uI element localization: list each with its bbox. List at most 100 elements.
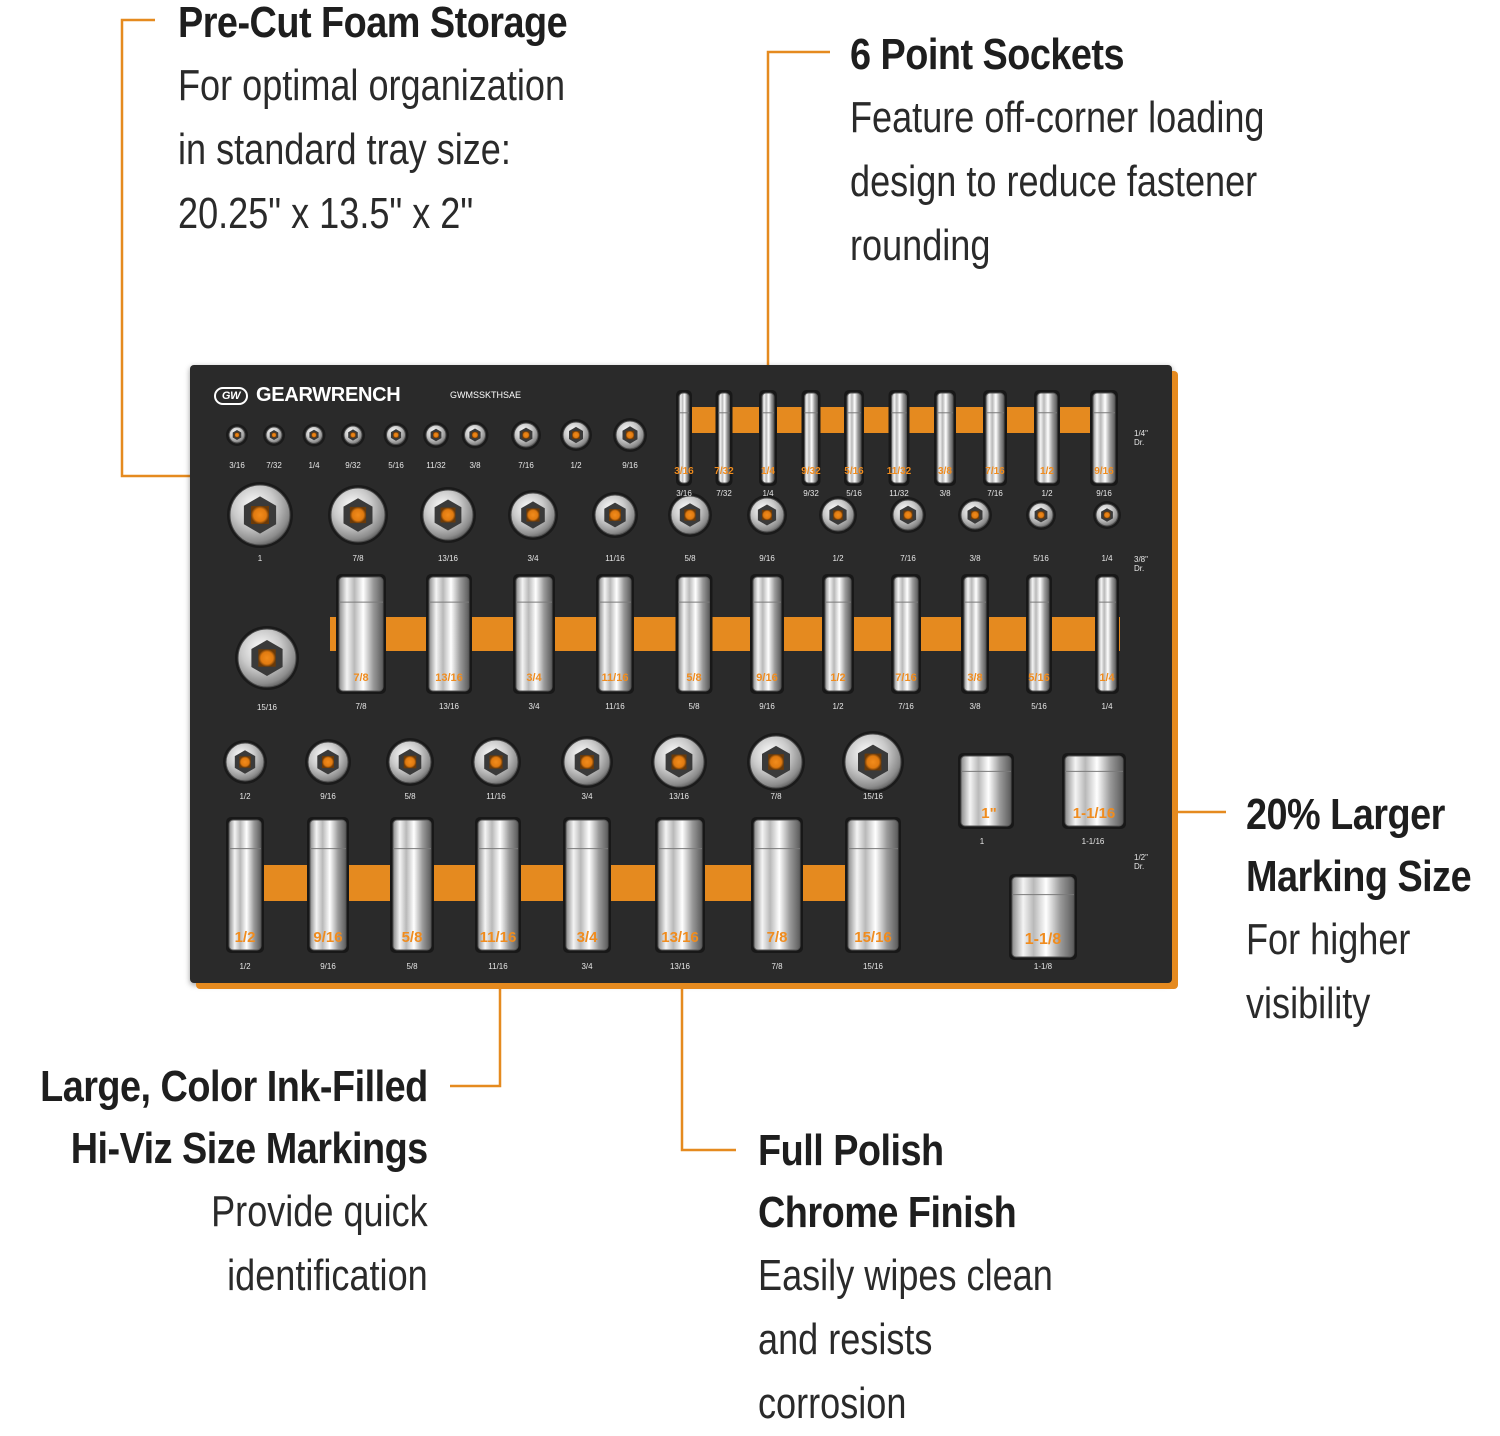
socket-size-label: 7/32 [266,461,282,470]
callout-desc-line: and resists [758,1315,933,1364]
socket-size-label: 15/16 [256,703,278,712]
callout-desc-line: Easily wipes clean [758,1251,1053,1300]
socket-size-marking: 3/4 [576,929,598,946]
socket-size-marking: 5/8 [401,929,423,946]
socket-size-label: 13/16 [437,554,459,563]
callout-desc-line: Provide quick [211,1187,428,1236]
socket-quarter-deep [801,390,821,486]
socket-half-deep [307,817,349,953]
socket-size-label: 9/16 [759,554,775,563]
socket-three-eighths-std [508,490,558,540]
socket-size-marking: 1/4 [1099,672,1115,684]
socket-three-eighths-std [328,485,388,545]
callout-desc-line: For higher [1246,915,1411,964]
socket-half-std [842,731,904,793]
socket-quarter-deep [1034,390,1060,486]
foam-tray: GW GEARWRENCH GWMSSKTHSAE 1/4" Dr. 3/8" … [190,365,1172,983]
tray-graphics [223,390,1126,960]
socket-size-marking: 1-1/8 [1024,931,1062,948]
socket-size-label: 3/8 [969,554,981,563]
socket-size-marking: 5/8 [686,672,702,684]
socket-size-label: 11/16 [488,962,508,971]
drive-label-quarter: 1/4" Dr. [1134,429,1148,447]
drive-dr: Dr. [1134,438,1145,447]
socket-size-label: 11/32 [426,461,446,470]
socket-half-std [386,738,434,786]
socket-size-marking: 3/4 [526,672,542,684]
socket-three-eighths-deep [961,574,989,694]
socket-half-deep [751,817,803,953]
socket-size-label: 7/8 [355,702,367,711]
socket-size-label: 1 [257,554,263,563]
socket-size-label: 9/16 [320,792,336,801]
callout-title: 20% Larger [1246,790,1445,839]
socket-three-eighths-deep [891,574,921,694]
callout-title: Pre-Cut Foam Storage [178,0,568,47]
socket-quarter-deep [934,390,956,486]
socket-three-eighths-std [890,497,926,533]
socket-size-marking: 3/8 [938,466,952,477]
socket-size-marking: 11/16 [479,929,517,946]
callout-desc-line: design to reduce fastener [850,157,1258,206]
socket-size-label: 9/16 [320,962,336,971]
socket-size-label: 13/16 [668,792,690,801]
callout-title: 6 Point Sockets [850,30,1125,79]
socket-size-label: 1 [979,837,985,846]
socket-size-label: 3/4 [527,554,539,563]
socket-quarter-std [423,422,449,448]
socket-quarter-std [461,421,489,449]
socket-size-label: 13/16 [669,962,691,971]
socket-size-label: 9/32 [803,489,819,498]
socket-three-eighths-deep [596,574,634,694]
socket-size-label: 1/2 [1041,489,1053,498]
socket-half-large [958,753,1014,829]
socket-half-large [1062,753,1126,829]
socket-size-marking: 13/16 [661,929,699,946]
socket-half-deep [475,817,521,953]
socket-size-label: 3/4 [581,792,593,801]
callout-desc-line: corrosion [758,1379,907,1428]
callout-desc-line: visibility [1246,979,1371,1028]
socket-quarter-deep [715,390,733,486]
socket-three-eighths-std [420,487,476,543]
socket-half-std [471,737,521,787]
socket-size-marking: 1" [981,805,997,822]
callout-desc-line: For optimal organization [178,61,566,110]
socket-size-label: 1/2 [570,461,582,470]
socket-half-std [747,733,805,791]
callout-chrome-finish: Full Polish Chrome Finish Easily wipes c… [758,1120,1118,1436]
socket-quarter-std [263,424,285,446]
socket-size-marking: 9/16 [313,929,343,946]
socket-size-marking: 7/8 [353,672,369,684]
socket-half-deep [226,817,264,953]
socket-size-label: 3/16 [229,461,245,470]
socket-size-label: 7/16 [987,489,1003,498]
socket-size-label: 5/16 [388,461,404,470]
socket-size-marking: 7/32 [714,466,734,477]
socket-size-label: 11/32 [889,489,909,498]
socket-size-marking: 9/16 [1094,466,1114,477]
drive-size: 1/2" [1134,853,1148,862]
callout-title: Chrome Finish [758,1188,1017,1237]
socket-three-eighths-std [958,498,992,532]
socket-quarter-std [302,423,326,447]
socket-size-label: 1/4 [762,489,774,498]
socket-size-label: 1/2 [239,962,251,971]
callout-ink-markings: Large, Color Ink-Filled Hi-Viz Size Mark… [0,1056,428,1308]
callout-title: Hi-Viz Size Markings [71,1124,429,1173]
part-number: GWMSSKTHSAE [450,390,522,400]
socket-quarter-std [511,420,541,450]
brand-name: GEARWRENCH [256,384,401,406]
socket-quarter-std [613,418,647,452]
socket-size-label: 11/16 [486,792,506,801]
drive-label-three-eighths: 3/8" Dr. [1134,555,1148,573]
socket-size-marking: 1/2 [1040,466,1054,477]
socket-size-label: 15/16 [862,962,884,971]
socket-size-marking: 7/16 [985,466,1005,477]
socket-size-label: 7/16 [518,461,534,470]
socket-size-marking: 1/2 [830,672,846,684]
socket-size-label: 3/8 [939,489,951,498]
socket-size-marking: 7/16 [895,672,917,684]
callout-desc-line: rounding [850,221,991,270]
socket-size-marking: 9/32 [801,466,821,477]
